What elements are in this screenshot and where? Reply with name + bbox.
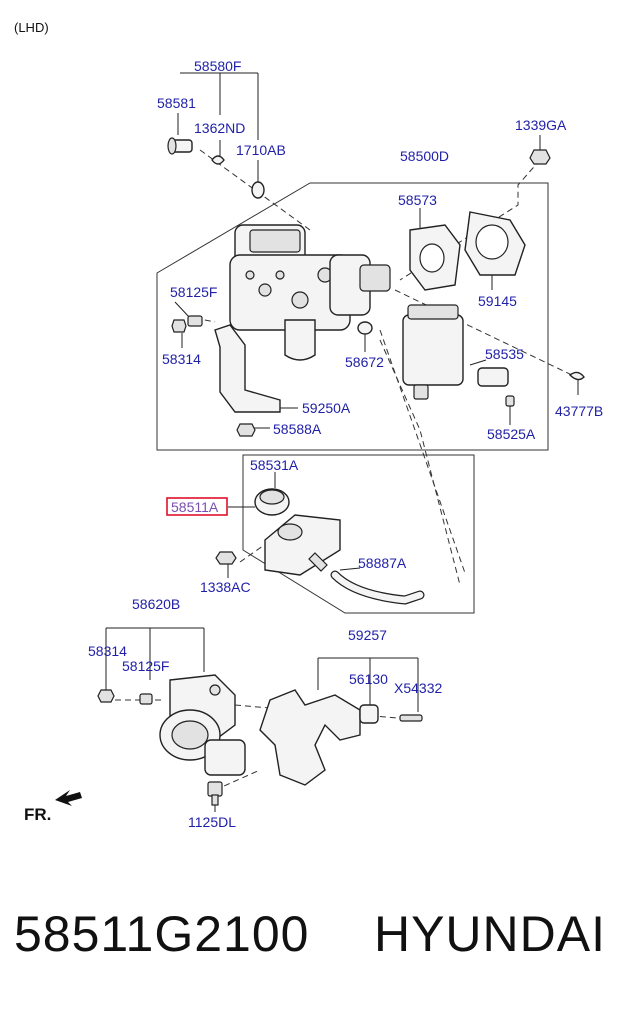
footer: 58511G2100 HYUNDAI [0, 905, 620, 975]
hose-58887A [330, 570, 425, 605]
bolt-X54332 [399, 714, 423, 722]
label-58581[interactable]: 58581 [157, 95, 196, 111]
nut-58314-bottom [97, 689, 115, 703]
reservoir-58511A [264, 514, 341, 576]
bracket-59257 [259, 689, 361, 786]
footer-brand: HYUNDAI [373, 906, 606, 962]
label-58125F-bottom[interactable]: 58125F [122, 658, 169, 674]
clip-43777B [568, 371, 585, 381]
brake-booster-unit [229, 224, 391, 361]
footer-part-number: 58511G2100 [14, 906, 310, 962]
pump-motor-58620B [159, 674, 246, 776]
label-59145[interactable]: 59145 [478, 293, 517, 309]
bushing-56130 [359, 704, 379, 724]
label-1710AB[interactable]: 1710AB [236, 142, 286, 158]
label-58314-top[interactable]: 58314 [162, 351, 201, 367]
bolt-1125DL [207, 781, 223, 806]
reservoir-cap-58531A [254, 488, 290, 516]
fr-arrow-icon [55, 790, 82, 806]
bolt-58588A [236, 423, 256, 437]
label-59257[interactable]: 59257 [348, 627, 387, 643]
label-1125DL[interactable]: 1125DL [188, 814, 236, 830]
label-59250A[interactable]: 59250A [302, 400, 351, 416]
label-58525A[interactable]: 58525A [487, 426, 536, 442]
label-58620B[interactable]: 58620B [132, 596, 180, 612]
clip-1362ND [211, 155, 225, 165]
fitting-58125F-bottom [139, 693, 153, 705]
label-1339GA[interactable]: 1339GA [515, 117, 567, 133]
sensor-58535 [402, 304, 464, 400]
label-58535[interactable]: 58535 [485, 346, 524, 362]
parts-diagram: (LHD) [14, 20, 603, 830]
label-58500D[interactable]: 58500D [400, 148, 449, 164]
label-58573[interactable]: 58573 [398, 192, 437, 208]
label-58511A-highlighted[interactable]: 58511A [171, 499, 219, 515]
label-58580F[interactable]: 58580F [194, 58, 241, 74]
label-58887A[interactable]: 58887A [358, 555, 407, 571]
variant-label: (LHD) [14, 20, 49, 35]
gasket-59145 [464, 211, 526, 276]
highlight-box-58511A [166, 497, 228, 516]
nut-1339GA [529, 149, 551, 165]
seal-58672 [357, 321, 373, 335]
screw-58525A [505, 395, 515, 407]
reservoir-assembly-frame [242, 454, 475, 614]
bracket-59250A [214, 324, 281, 413]
label-58531A[interactable]: 58531A [250, 457, 299, 473]
connector-58535 [477, 367, 509, 387]
label-1338AC[interactable]: 1338AC [200, 579, 251, 595]
label-58125F-top[interactable]: 58125F [170, 284, 217, 300]
label-43777B[interactable]: 43777B [555, 403, 603, 419]
gasket-58573 [409, 224, 461, 291]
nut-1338AC [215, 551, 237, 565]
booster-assembly-frame [156, 182, 549, 451]
label-58588A[interactable]: 58588A [273, 421, 322, 437]
label-58314-bottom[interactable]: 58314 [88, 643, 127, 659]
fr-label: FR. [24, 805, 51, 824]
fitting-58125F [171, 315, 203, 333]
label-1362ND[interactable]: 1362ND [194, 120, 245, 136]
label-58672[interactable]: 58672 [345, 354, 384, 370]
label-X54332[interactable]: X54332 [394, 680, 442, 696]
seal-1710AB [251, 181, 265, 199]
part-labels: 58580F 58581 1362ND 1710AB 1339GA 58500D… [88, 58, 603, 830]
label-56130[interactable]: 56130 [349, 671, 388, 687]
front-direction-indicator: FR. [24, 790, 82, 824]
bolt-58581 [167, 137, 193, 155]
